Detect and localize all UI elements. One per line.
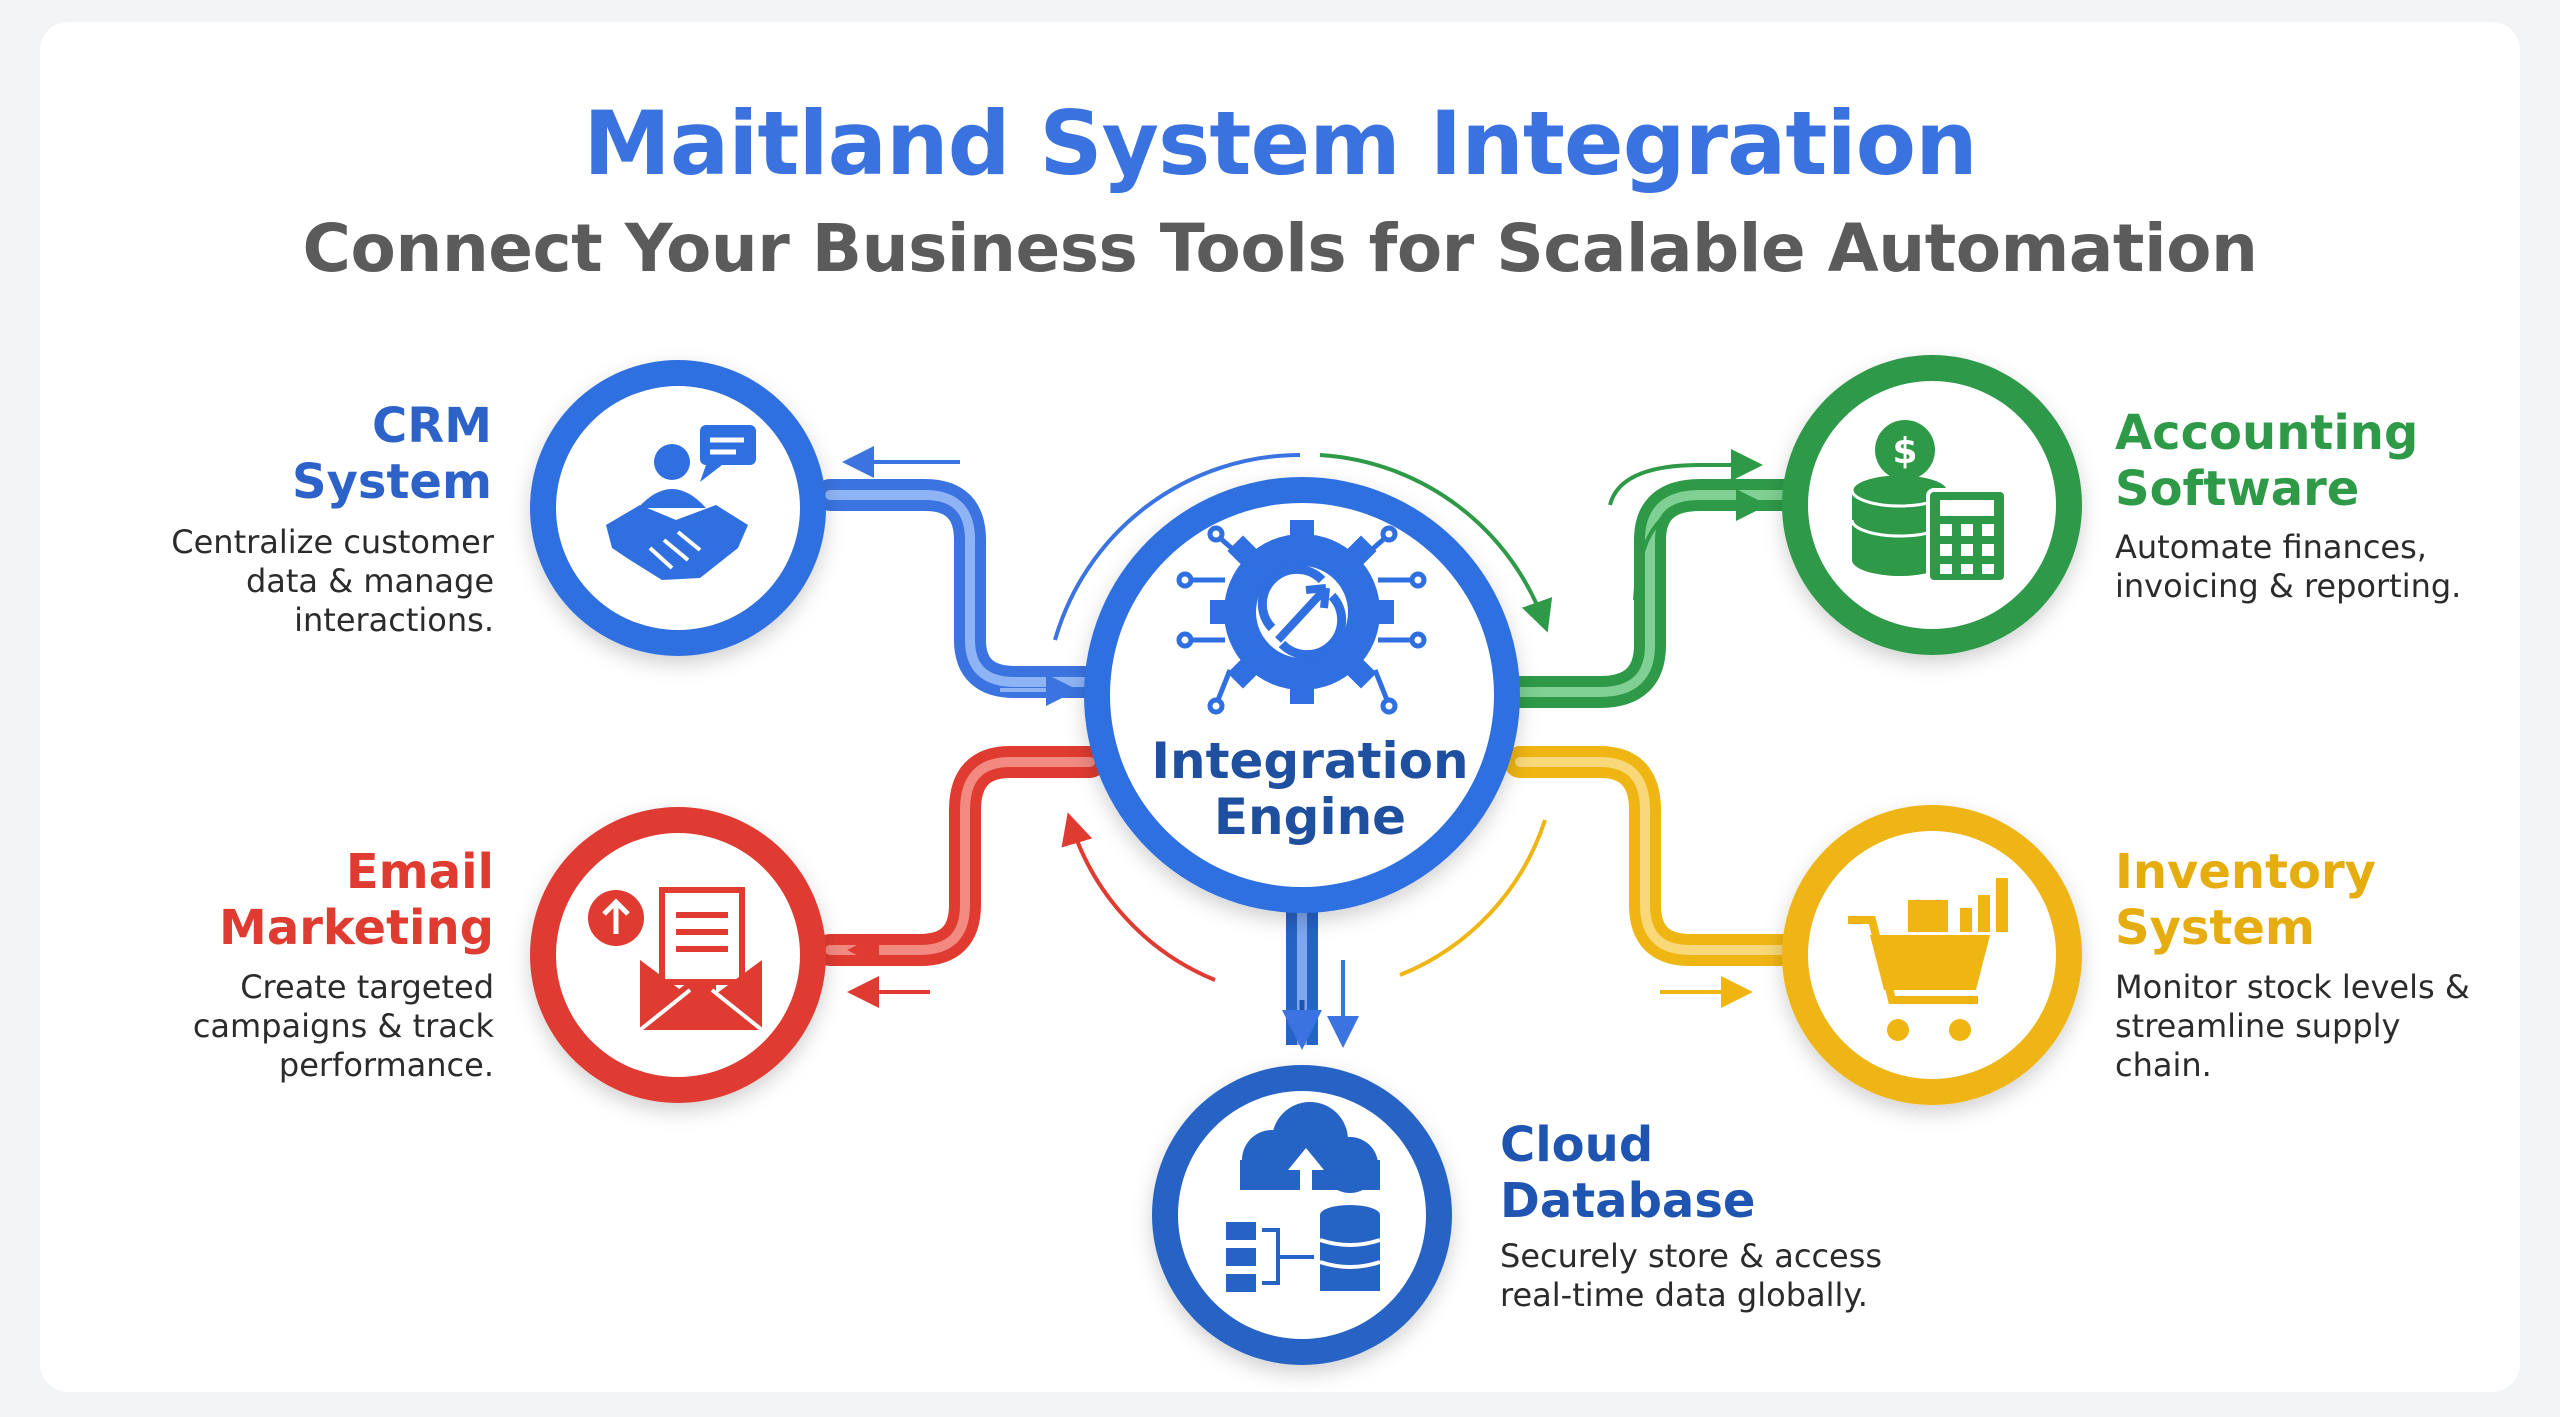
inventory-description: Monitor stock levels & streamline supply… (2115, 968, 2535, 1085)
email-title-line1: Email (345, 844, 494, 900)
accounting-title: Accounting Software (2115, 405, 2475, 517)
hub-label: Integration Engine (1130, 733, 1490, 845)
accounting-title-line2: Software (2115, 461, 2360, 517)
page-subtitle: Connect Your Business Tools for Scalable… (302, 210, 2258, 287)
cloud-desc-line1: Securely store & access (1500, 1237, 1883, 1275)
accounting-description: Automate finances, invoicing & reporting… (2115, 528, 2515, 606)
cart-chart-icon (1848, 878, 2008, 1041)
inventory-desc-line3: chain. (2115, 1046, 2212, 1084)
coins-calculator-icon: $ (1850, 420, 2008, 584)
cloud-title-line1: Cloud (1500, 1117, 1654, 1173)
inventory-desc-line2: streamline supply (2115, 1007, 2401, 1045)
crm-title: CRM System (260, 398, 492, 510)
crm-desc-line3: interactions. (294, 601, 494, 639)
hub-label-line2: Engine (1213, 788, 1407, 846)
crm-title-line2: System (292, 454, 492, 510)
accounting-node: $ (1782, 355, 2082, 655)
email-desc-line1: Create targeted (240, 968, 494, 1006)
email-title-line2: Marketing (219, 900, 494, 956)
cloud-title: Cloud Database (1500, 1117, 1830, 1229)
accounting-desc-line2: invoicing & reporting. (2115, 567, 2462, 605)
cloud-title-line2: Database (1500, 1173, 1756, 1229)
inventory-title: Inventory System (2115, 844, 2445, 956)
email-desc-line2: campaigns & track (192, 1007, 494, 1045)
cloud-description: Securely store & access real-time data g… (1500, 1237, 1930, 1315)
connector-accounting (1504, 449, 1816, 708)
envelope-document-icon (588, 887, 764, 1032)
crm-desc-line2: data & manage (245, 562, 494, 600)
svg-text:$: $ (1892, 431, 1917, 472)
crm-node (530, 360, 826, 656)
inventory-title-line1: Inventory (2115, 844, 2376, 900)
connector-cloud (1282, 910, 1359, 1050)
email-node (530, 807, 826, 1103)
email-title: Email Marketing (192, 844, 494, 956)
connector-inventory (1504, 746, 1816, 1008)
hub-arc-top-left (1053, 453, 1301, 641)
accounting-desc-line1: Automate finances, (2115, 528, 2427, 566)
handshake-chat-icon (606, 425, 756, 580)
connector-email (814, 746, 1106, 1008)
hub-arc-top-right (1319, 453, 1553, 633)
hub-arc-bottom-right (1399, 819, 1547, 977)
cloud-database-icon (1226, 1102, 1381, 1292)
gear-sync-icon (1176, 520, 1427, 715)
email-desc-line3: performance. (278, 1046, 494, 1084)
cloud-node (1152, 1065, 1452, 1365)
connector-crm (814, 446, 1106, 706)
hub-arc-bottom-left (1061, 812, 1216, 982)
crm-title-line1: CRM (372, 398, 492, 454)
inventory-node (1782, 805, 2082, 1105)
accounting-title-line1: Accounting (2115, 405, 2419, 461)
crm-description: Centralize customer data & manage intera… (150, 523, 494, 640)
inventory-title-line2: System (2115, 900, 2315, 956)
crm-desc-line1: Centralize customer (171, 523, 494, 561)
inventory-desc-line1: Monitor stock levels & (2115, 968, 2470, 1006)
integration-engine-hub (1084, 477, 1520, 913)
hub-label-line1: Integration (1151, 732, 1469, 790)
page-title: Maitland System Integration (583, 92, 1977, 195)
cloud-desc-line2: real-time data globally. (1500, 1276, 1868, 1314)
email-description: Create targeted campaigns & track perfor… (150, 968, 494, 1085)
